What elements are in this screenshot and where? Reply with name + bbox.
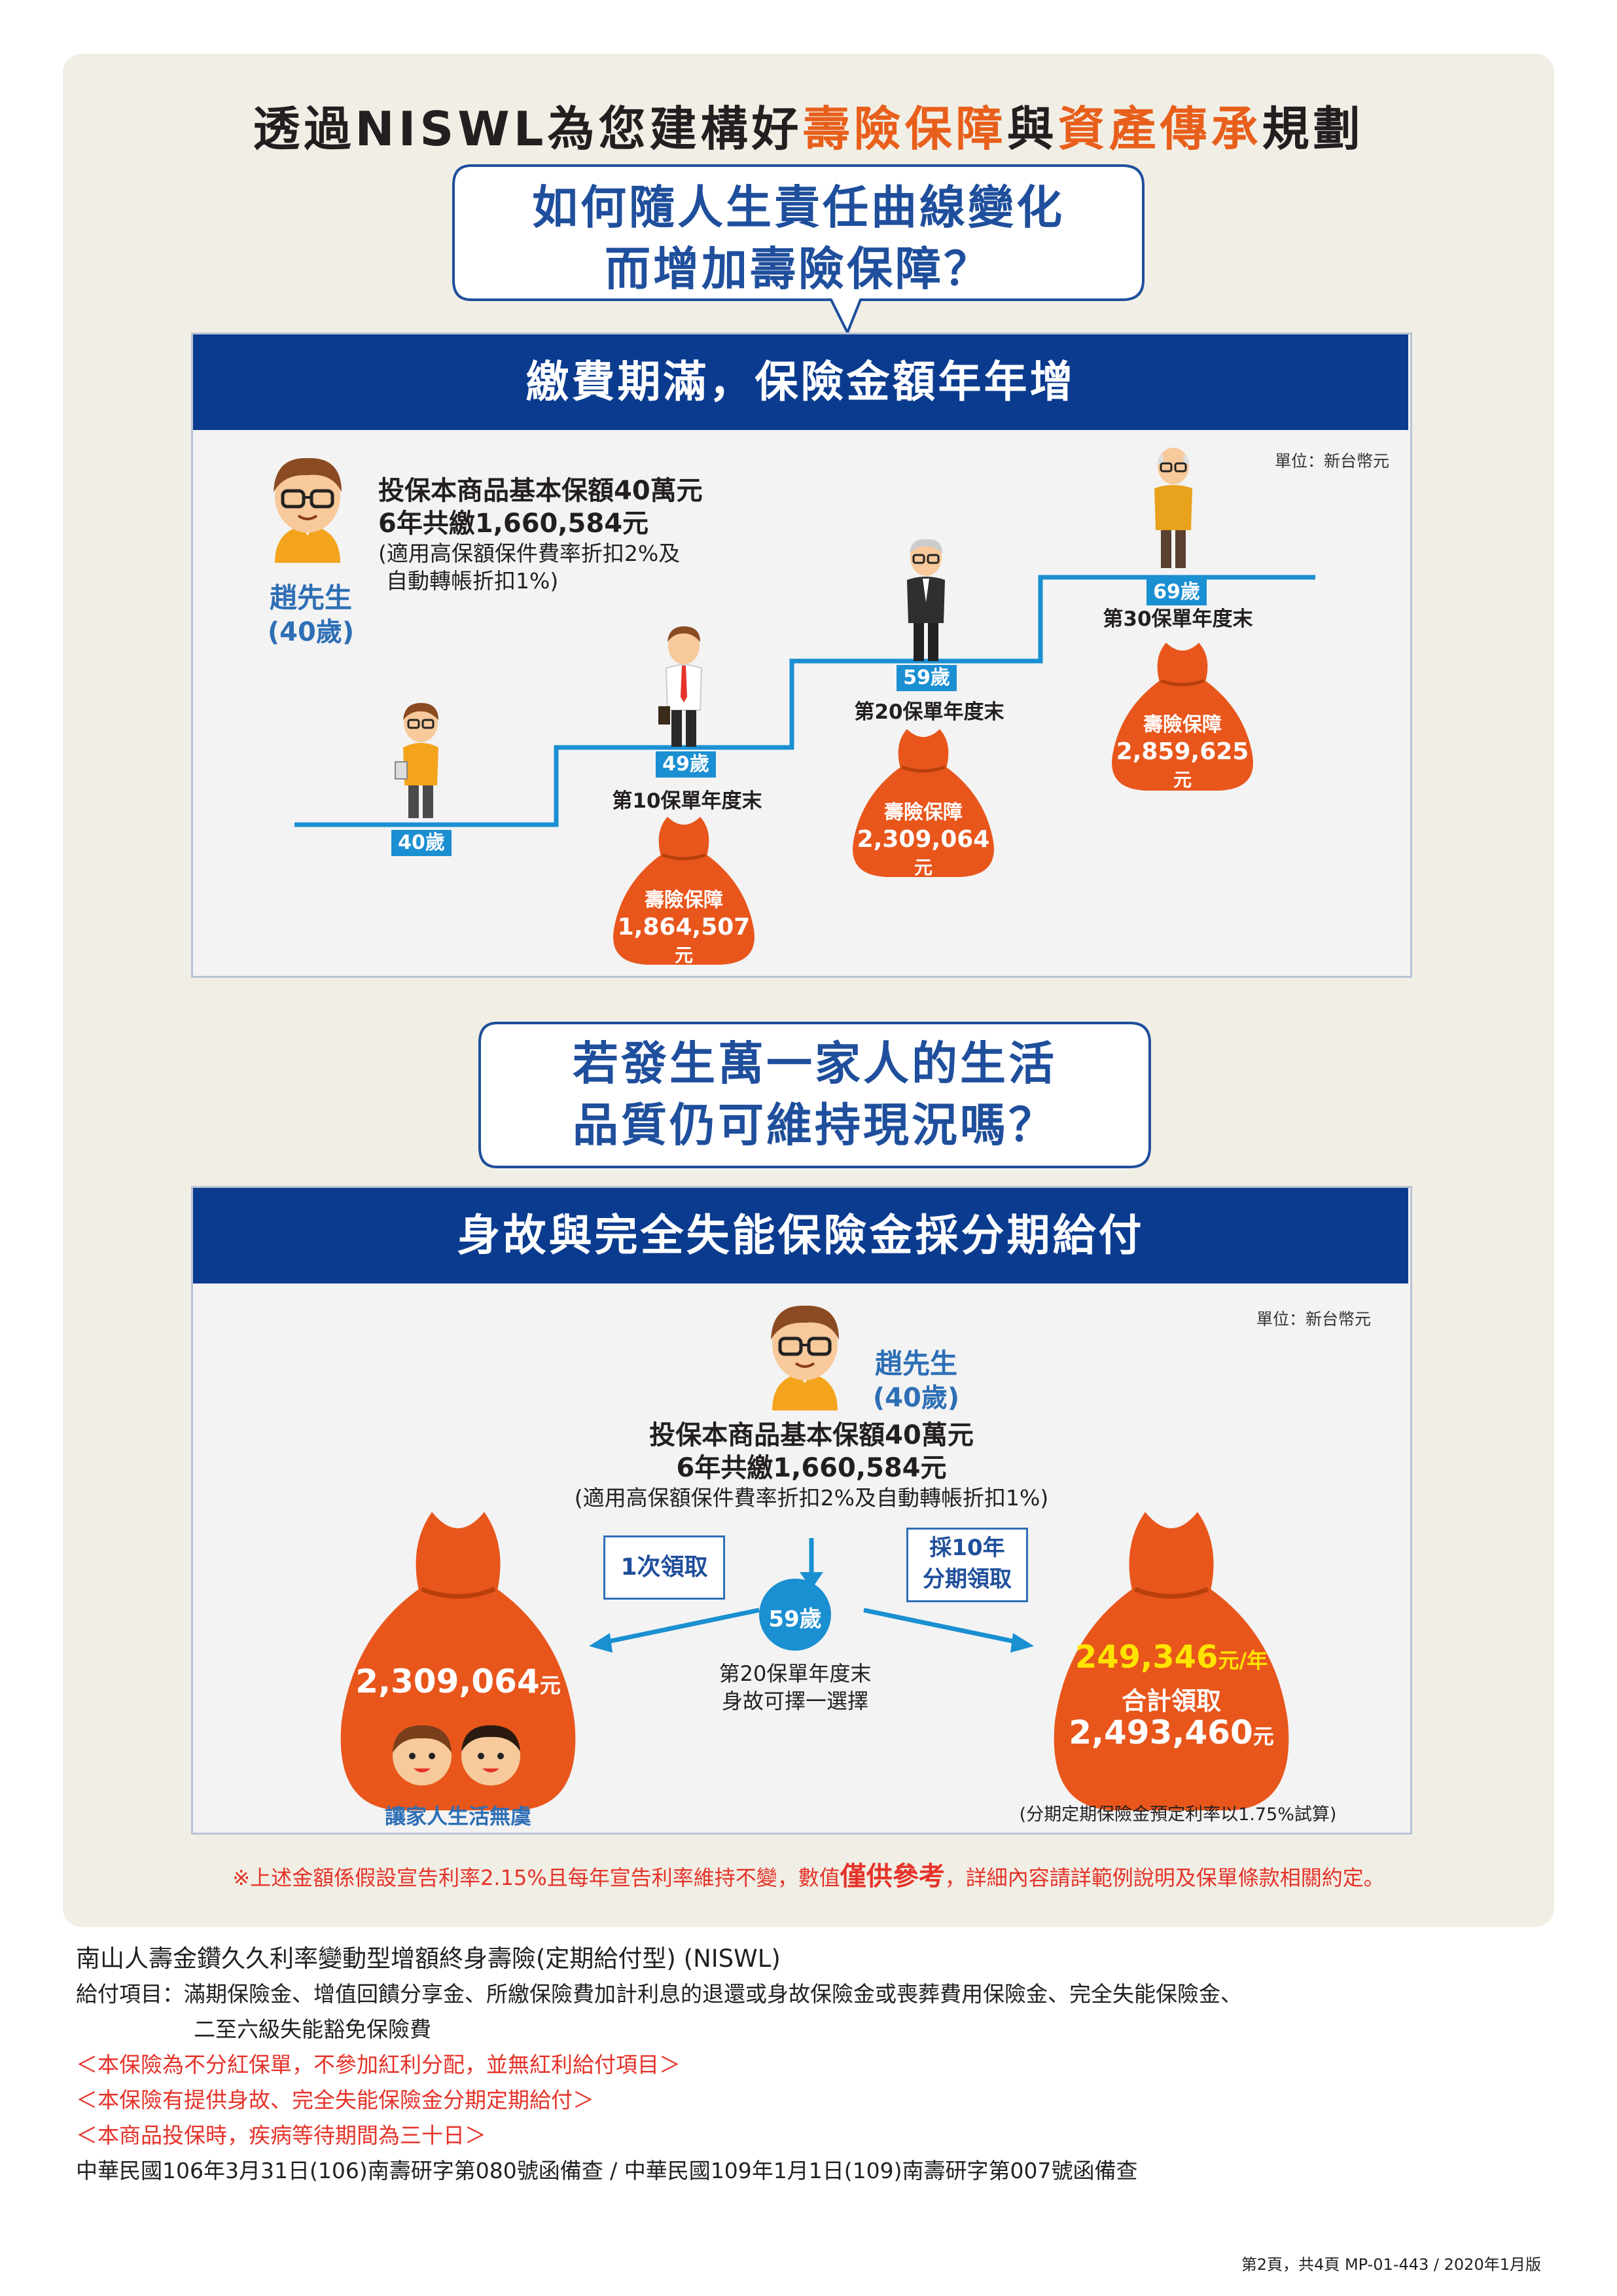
bag-amount-20-value: 2,309,064 [857,826,990,853]
disclaimer-part3: ，詳細內容請詳範例說明及保單條款相關約定。 [944,1865,1385,1890]
bubble-1-line1: 如何隨人生責任曲線變化 [532,181,1065,234]
footer-notice3: ＜本商品投保時，疾病等待期間為三十日＞ [76,2123,486,2148]
money-bag-icon [613,817,755,965]
stage-label-30: 第30保單年度末 [1103,607,1253,631]
section2-unit: 單位：新台幣元 [1256,1310,1372,1329]
page-number: 第2頁，共4頁 MP-01-443 / 2020年1月版 [1241,2255,1541,2274]
bubble-2-line1: 若發生萬一家人的生活 [573,1037,1057,1090]
right-total-unit: 元 [1253,1724,1274,1749]
headline-part3: 與 [1006,101,1058,156]
bag-amount-20: 2,309,064 元 [848,826,999,880]
bag-amount-10: 1,864,507 元 [609,914,759,967]
choice-arrows [589,1538,1034,1653]
bag-amount-30: 2,859,625 元 [1107,738,1258,792]
right-caption: (分期定期保險金預定利率以1.75%試算) [1019,1804,1337,1825]
info-line3: (適用高保額保件費率折扣2%及 [378,541,681,566]
disclaimer: ※上述金額係假設宣告利率2.15%且每年宣告利率維持不變，數值僅供參考，詳細內容… [63,1855,1554,1893]
bubble-2-line2: 品質仍可維持現況嗎？ [573,1098,1057,1152]
bag-label-30: 壽險保障 [1143,713,1222,736]
speech-bubble-2 [478,1022,1151,1168]
speech-bubble-1 [452,164,1145,336]
left-bag-amount: 2,309,064元 [340,1662,576,1700]
bag-amount-20-unit: 元 [914,857,933,878]
right-total-value: 2,493,460 [1069,1713,1253,1751]
right-total-label: 合計領取 [1121,1687,1221,1715]
children-icon [393,1725,520,1785]
bag-amount-30-unit: 元 [1173,769,1192,791]
person-name-2: 趙先生 [874,1348,957,1380]
section1-box [191,332,1412,978]
right-bag-annual: 249,346元/年 [1054,1639,1289,1676]
stage-label-10: 第10保單年度末 [612,789,762,813]
age-tag-69: 69歲 [1146,579,1207,605]
age-circle-label: 59歲 [768,1606,822,1632]
footer: 南山人壽金鑽久久利率變動型增額終身壽險(定期給付型) (NISWL) 給付項目：… [76,1941,1242,2189]
footer-filing: 中華民國106年3月31日(106)南壽研字第080號函備查 / 中華民國109… [76,2158,1138,2183]
man-49-figure-icon [658,626,703,747]
right-annual-value: 249,346 [1075,1639,1218,1676]
bag-label-10: 壽險保障 [645,889,723,912]
man-59-figure-icon [907,539,945,661]
info2-line3: (適用高保額保件費率折扣2%及自動轉帳折扣1%) [574,1485,1049,1511]
info-line4: 自動轉帳折扣1%) [386,568,559,594]
man-avatar-icon [274,457,342,563]
headline-part1: 透過NISWL為您建構好 [253,101,803,156]
money-bag-icon [1112,643,1253,791]
bubble-2-text: 若發生萬一家人的生活 品質仍可維持現況嗎？ [484,1033,1145,1156]
man-40-figure-icon [395,703,438,818]
right-bag-total: 2,493,460元 [1054,1713,1289,1751]
disclaimer-part1: ※上述金額係假設宣告利率2.15%且每年宣告利率維持不變，數值 [232,1865,840,1890]
age-tag-49: 49歲 [656,751,716,778]
bubble-1-line2: 而增加壽險保障？ [605,242,992,296]
person-age: (40歲) [267,617,355,647]
section1-info: 投保本商品基本保額40萬元 6年共繳1,660,584元 (適用高保額保件費率折… [378,475,703,595]
info-line1: 投保本商品基本保額40萬元 [378,476,703,506]
age-circle [759,1579,831,1651]
age-tag-40: 40歲 [391,830,452,856]
info2-line2: 6年共繳1,660,584元 [676,1453,947,1483]
left-amount-value: 2,309,064 [355,1662,540,1700]
bag-amount-10-value: 1,864,507 [617,914,751,941]
option-install-line2: 分期領取 [923,1566,1012,1592]
person-age-2: (40歲) [872,1383,960,1413]
section2-info: 投保本商品基本保額40萬元 6年共繳1,660,584元 (適用高保額保件費率折… [458,1419,1165,1512]
bag-amount-10-unit: 元 [674,944,693,966]
money-bag-icon [1054,1512,1289,1810]
bubble-1-text: 如何隨人生責任曲線變化 而增加壽險保障？ [458,177,1139,300]
right-annual-unit: 元/年 [1218,1648,1268,1673]
info-line2: 6年共繳1,660,584元 [378,509,649,539]
section2-title-bar: 身故與完全失能保險金採分期給付 [193,1188,1408,1283]
footer-product: 南山人壽金鑽久久利率變動型增額終身壽險(定期給付型) (NISWL) [76,1945,781,1973]
footer-items-line1: 給付項目：滿期保險金、增值回饋分享金、所繳保險費加計利息的退還或身故保險金或喪葬… [76,1981,1242,2007]
option-installment-box: 採10年 分期領取 [906,1528,1028,1602]
person-name: 趙先生 [269,582,352,614]
footer-items-line2: 二至六級失能豁免保險費 [194,2017,431,2042]
section1-unit: 單位：新台幣元 [1275,452,1390,471]
footer-notice1: ＜本保險為不分紅保單，不參加紅利分配，並無紅利給付項目＞ [76,2052,681,2077]
footer-notice2: ＜本保險有提供身故、完全失能保險金分期定期給付＞ [76,2087,594,2113]
page-title: 透過NISWL為您建構好壽險保障與資產傳承規劃 [63,90,1554,159]
center-line2: 身故可擇一選擇 [721,1689,868,1713]
option-once-box: 1次領取 [603,1535,725,1600]
info2-line1: 投保本商品基本保額40萬元 [649,1420,974,1450]
left-caption: 讓家人生活無虞 [384,1804,531,1829]
bag-amount-30-value: 2,859,625 [1116,738,1249,765]
headline-part5: 規劃 [1262,101,1364,156]
bag-label-20: 壽險保障 [884,801,963,824]
headline-part4: 資產傳承 [1057,101,1262,156]
headline-part2: 壽險保障 [802,101,1007,156]
disclaimer-emphasis: 僅供參考 [840,1861,945,1892]
life-curve-line [294,575,1315,827]
age-tag-59: 59歲 [897,665,957,691]
center-caption: 第20保單年度末 身故可擇一選擇 [681,1660,910,1715]
center-line1: 第20保單年度末 [719,1661,872,1686]
money-bag-icon [853,729,994,877]
man-avatar-icon [771,1305,839,1410]
left-amount-unit: 元 [539,1673,561,1698]
man-69-figure-icon [1154,448,1192,568]
stage-label-20: 第20保單年度末 [854,700,1004,724]
section1-title-bar: 繳費期滿，保險金額年年增 [193,334,1408,430]
option-install-line1: 採10年 [929,1535,1005,1561]
